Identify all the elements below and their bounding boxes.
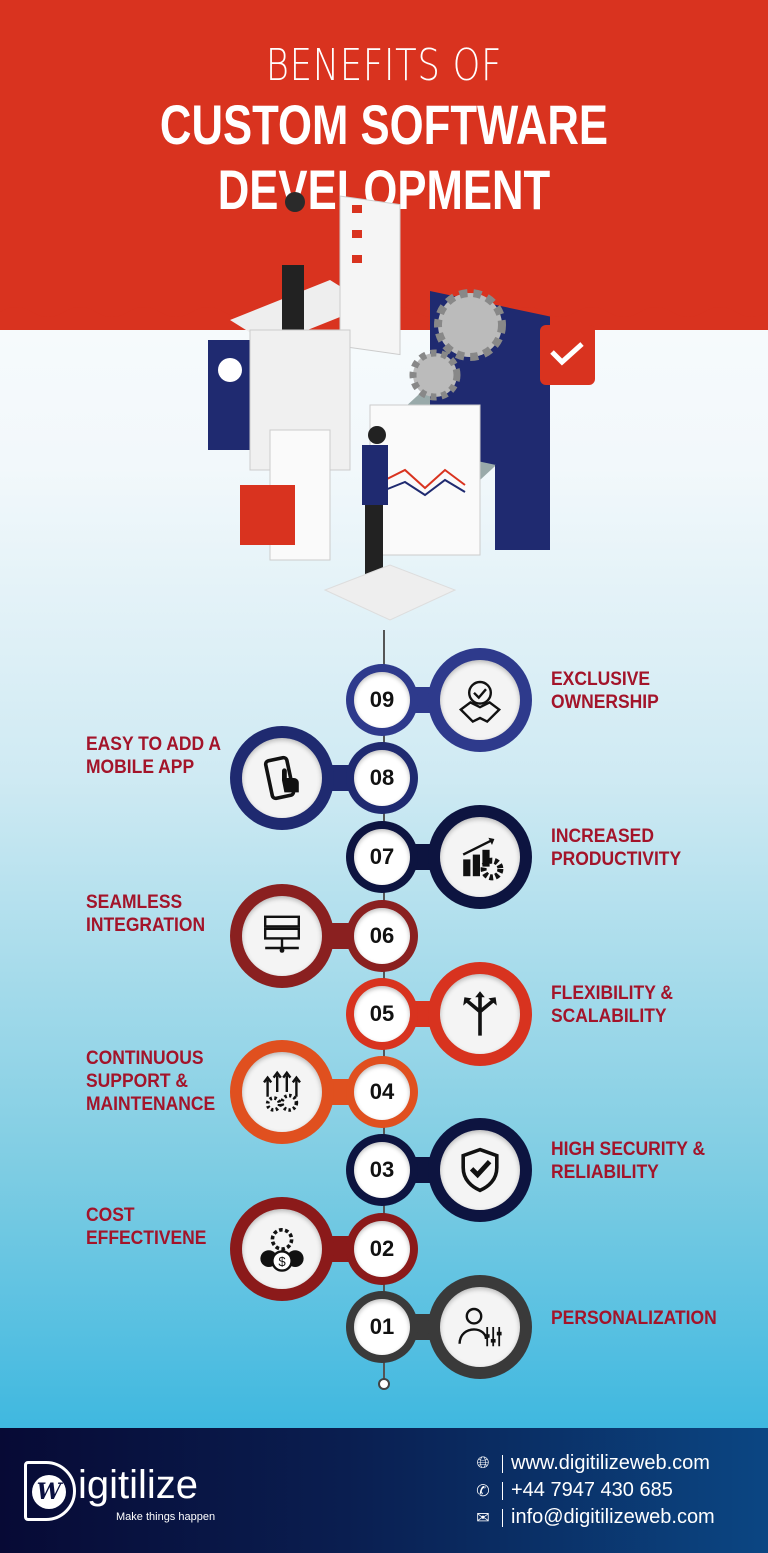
benefit-number: 09 [354, 672, 410, 728]
contact-info: 🌐︎ www.digitilizeweb.com ✆ +44 7947 430 68… [470, 1450, 715, 1531]
handshake-check-icon [458, 680, 502, 724]
text-panel [495, 465, 550, 550]
footer: W igitilize Make things happen 🌐︎ www.dig… [0, 1428, 768, 1553]
growth-chart-gear-icon [462, 837, 504, 881]
chart-board [369, 404, 481, 556]
benefit-label: FLEXIBILITY & SCALABILITY [551, 983, 674, 1027]
split-arrows-icon [463, 991, 497, 1036]
title-line-1: BENEFITS OF [265, 40, 503, 91]
benefit-label: COST EFFECTIVENE [86, 1205, 207, 1249]
icon-badge [428, 1275, 532, 1379]
email-row[interactable]: ✉ info@digitilizeweb.com [470, 1504, 715, 1531]
benefit-label: CONTINUOUS SUPPORT & MAINTENANCE [86, 1048, 216, 1115]
icon-badge [230, 1040, 334, 1144]
number-badge: 02 [346, 1213, 418, 1285]
benefit-number: 06 [354, 908, 410, 964]
benefit-label: EASY TO ADD A MOBILE APP [86, 734, 221, 778]
benefit-item: 04 CONTINUOUS SUPPORT & MAINTENANCE [0, 1037, 768, 1147]
benefit-label: HIGH SECURITY & RELIABILITY [551, 1139, 706, 1183]
number-badge: 07 [346, 821, 418, 893]
envelope-icon [240, 485, 295, 545]
benefit-number: 07 [354, 829, 410, 885]
benefit-label: PERSONALIZATION [551, 1308, 717, 1329]
shield-check-icon [461, 1147, 499, 1193]
number-badge: 09 [346, 664, 418, 736]
isometric-illustration [208, 192, 595, 621]
benefit-number: 04 [354, 1064, 410, 1120]
server-network-icon [264, 915, 300, 953]
number-badge: 05 [346, 978, 418, 1050]
benefit-item: 08 EASY TO ADD A MOBILE APP [0, 723, 768, 833]
benefit-item: 03 HIGH SECURITY & RELIABILITY [0, 1115, 768, 1225]
number-badge: 08 [346, 742, 418, 814]
website-link[interactable]: www.digitilizeweb.com [511, 1452, 710, 1474]
coins-gear-icon: $ [260, 1228, 304, 1272]
gear-icon [434, 289, 506, 361]
phone-row[interactable]: ✆ +44 7947 430 685 [470, 1477, 715, 1504]
logo-w-emblem: W [32, 1475, 66, 1509]
phone-icon: ✆ [476, 1482, 490, 1500]
benefit-item: 01 PERSONALIZATION [0, 1272, 768, 1382]
profile-card [208, 340, 253, 450]
icon-badge [230, 884, 334, 988]
website-row[interactable]: 🌐︎ www.digitilizeweb.com [470, 1450, 715, 1477]
benefit-item: 09 EXCLUSIVE OWNERSHIP [0, 645, 768, 755]
brand-name: igitilize [78, 1463, 199, 1507]
phone-number[interactable]: +44 7947 430 685 [511, 1479, 673, 1501]
svg-text:$: $ [278, 1254, 286, 1269]
man-figure [285, 192, 305, 212]
divider [502, 1481, 503, 1500]
icon-badge [428, 1118, 532, 1222]
email-link[interactable]: info@digitilizeweb.com [511, 1506, 715, 1528]
timeline-end-dot [378, 1378, 390, 1390]
icon-badge [230, 726, 334, 830]
benefit-number: 08 [354, 750, 410, 806]
divider [502, 1508, 503, 1527]
icon-badge [428, 648, 532, 752]
tagline: Make things happen [116, 1511, 216, 1523]
logo-d-mark [24, 1461, 76, 1521]
mobile-touch-icon [263, 755, 299, 801]
platform [323, 564, 457, 621]
benefit-label: INCREASED PRODUCTIVITY [551, 826, 682, 870]
benefit-label: EXCLUSIVE OWNERSHIP [551, 669, 659, 713]
icon-badge [428, 962, 532, 1066]
benefit-number: 03 [354, 1142, 410, 1198]
benefit-item: 07 INCREASED PRODUCTIVITY [0, 802, 768, 912]
divider [502, 1454, 503, 1473]
benefit-label: SEAMLESS INTEGRATION [86, 892, 206, 936]
benefit-item: 05 FLEXIBILITY & SCALABILITY [0, 959, 768, 1069]
benefit-number: 01 [354, 1299, 410, 1355]
number-badge: 03 [346, 1134, 418, 1206]
icon-badge: $ [230, 1197, 334, 1301]
envelope-icon: ✉ [476, 1509, 490, 1527]
benefit-number: 05 [354, 986, 410, 1042]
globe-icon: 🌐︎ [476, 1454, 490, 1472]
number-badge: 06 [346, 900, 418, 972]
benefit-item: 06 SEAMLESS INTEGRATION [0, 881, 768, 991]
user-sliders-icon [458, 1307, 502, 1347]
benefit-item: 02 $ COST EFFECTIVENE [0, 1194, 768, 1304]
woman-figure [368, 426, 386, 444]
number-badge: 01 [346, 1291, 418, 1363]
gears-arrows-up-icon [263, 1070, 301, 1112]
benefit-number: 02 [354, 1221, 410, 1277]
icon-badge [428, 805, 532, 909]
number-badge: 04 [346, 1056, 418, 1128]
